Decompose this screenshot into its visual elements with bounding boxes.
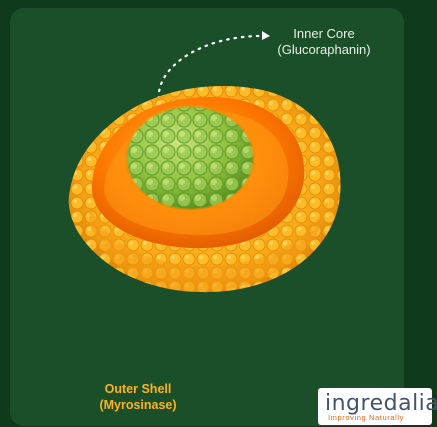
inner-core-subtitle: (Glucoraphanin) xyxy=(262,42,386,58)
outer-shell-title: Outer Shell xyxy=(78,381,198,397)
outer-shell-subtitle: (Myrosinase) xyxy=(78,397,198,413)
inner-core-label: Inner Core (Glucoraphanin) xyxy=(262,26,386,58)
outer-shell-label: Outer Shell (Myrosinase) xyxy=(78,381,198,413)
logo-tagline: Improving Naturally xyxy=(328,413,404,422)
brand-logo: ingredalia Improving Naturally xyxy=(318,388,432,425)
inner-core-title: Inner Core xyxy=(262,26,386,42)
